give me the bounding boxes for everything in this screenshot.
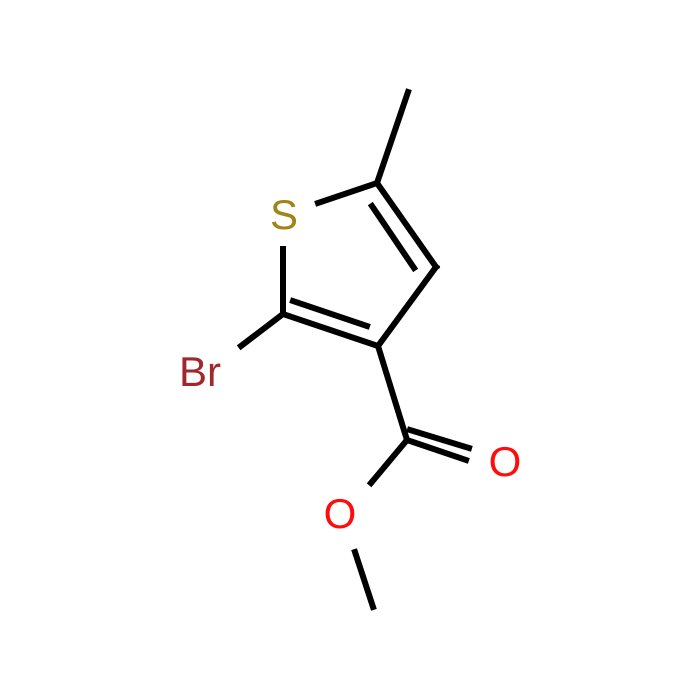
bond-carbonyl-o-1	[403, 436, 470, 464]
bond-c5-s	[314, 179, 381, 207]
bond-ester-o-methyl	[351, 548, 377, 611]
atom-labels: S Br O O	[179, 191, 521, 537]
sulfur-atom-label: S	[270, 191, 298, 238]
bonds	[236, 88, 473, 611]
bond-carbonyl-c-ester-o	[366, 435, 412, 488]
bond-c3-c2-inner	[289, 297, 371, 330]
bond-c5-c4-inner	[367, 201, 419, 273]
bond-c3-carbonyl-c	[374, 342, 411, 444]
bromine-atom-label: Br	[179, 348, 221, 395]
bond-carbonyl-o-2	[406, 426, 473, 452]
bond-methyl-c5	[373, 88, 412, 187]
bond-c5-c4	[372, 178, 441, 272]
carbonyl-oxygen-atom-label: O	[489, 438, 522, 485]
bond-c3-c2	[279, 310, 382, 350]
bond-c4-c3	[373, 262, 441, 351]
bond-c2-br	[236, 309, 288, 351]
ester-oxygen-atom-label: O	[324, 490, 357, 537]
